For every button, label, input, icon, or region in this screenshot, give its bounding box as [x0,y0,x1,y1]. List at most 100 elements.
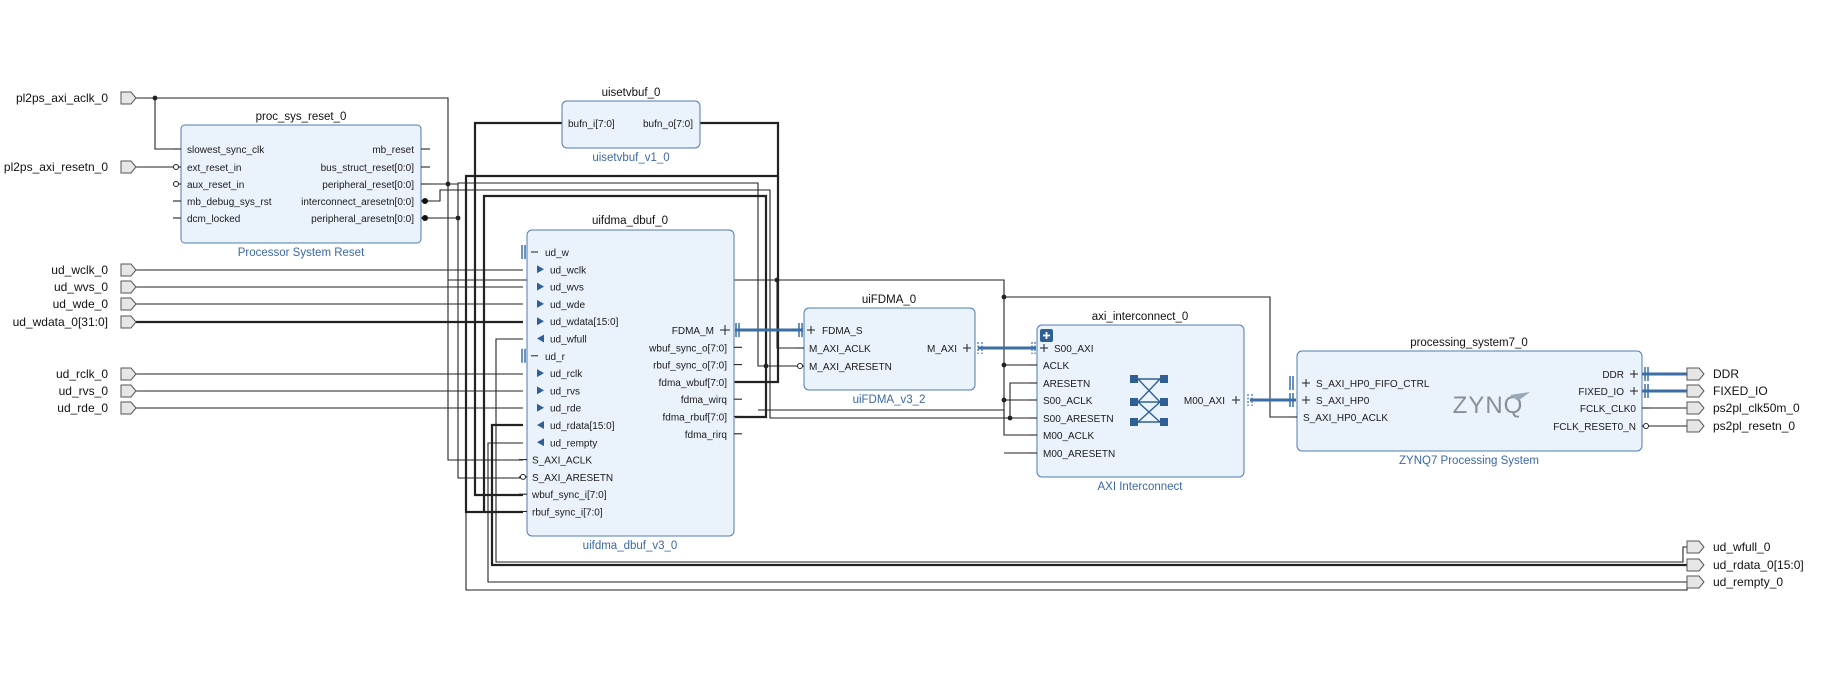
pin-dot-icon [422,198,428,204]
block-processing-system7[interactable]: processing_system7_0 S_AXI_HP0_FIFO_CTRL… [1289,337,1650,467]
interface-bar-icon [798,323,803,337]
pin-bufn-o: bufn_o[7:0] [643,119,693,130]
port-ud-wdata-0-icon[interactable] [120,315,137,329]
output-arrow-icon [537,438,544,447]
block-proc-sys-reset[interactable]: proc_sys_reset_0 slowest_sync_clkext_res… [173,111,430,259]
port-pl2ps-axi-aclk-0-icon[interactable] [120,91,137,105]
expand-icon[interactable] [1040,329,1053,342]
expand-plus-icon[interactable] [1302,379,1310,387]
wire-ud-wfull [495,338,1687,563]
pin-ud-rdata-15-0: ud_rdata[15:0] [550,421,615,432]
port-ud-wclk-0-icon[interactable] [120,263,137,277]
pin-m00-aresetn: M00_ARESETN [1043,449,1115,460]
port-pl2ps-axi-resetn-0-icon[interactable] [120,160,137,174]
pin-ud-rvs: ud_rvs [550,386,580,397]
pin-interconnect-aresetn-0-0: interconnect_aresetn[0:0] [301,197,414,208]
expand-plus-icon[interactable] [720,325,730,335]
zynq-logo: ZYNQ [1453,392,1524,419]
wire-aclk-ps [1004,296,1296,418]
invert-bubble-icon [173,181,179,187]
pin-bufn-i: bufn_i[7:0] [568,119,615,130]
expand-plus-icon[interactable] [1232,396,1240,404]
output-arrow-icon [537,421,544,429]
uifdma-body[interactable] [803,307,976,391]
block-axi-interconnect[interactable]: axi_interconnect_0 S00_AXIACLKARESETNS00… [1029,311,1253,493]
wire-interconnect-aresetn[interactable] [428,189,1036,419]
port-label-fixed-io: FIXED_IO [1713,384,1768,398]
output-arrow-icon [537,334,544,343]
port-label-ud-wvs-0: ud_wvs_0 [54,280,108,294]
pin-fdma-wbuf-7-0: fdma_wbuf[7:0] [659,378,728,389]
port-label-ud-rde-0: ud_rde_0 [57,401,108,415]
pin-ext-reset-in: ext_reset_in [187,163,241,174]
pin-ud-rclk: ud_rclk [550,369,583,380]
uifdma-dbuf-body[interactable] [526,229,735,537]
block-uifdma[interactable]: uiFDMA_0 FDMA_SM_AXI_ACLKM_AXI_ARESETNM_… [796,294,983,406]
port-fixed-io-icon[interactable] [1686,384,1705,398]
expand-plus-icon[interactable] [1302,396,1310,404]
interface-bar-icon [1031,342,1036,354]
pin-wbuf-sync-o-7-0: wbuf_sync_o[7:0] [648,343,727,354]
pin-peripheral-aresetn-0-0: peripheral_aresetn[0:0] [311,214,414,225]
input-arrow-icon [537,265,544,274]
pin-wbuf-sync-i-7-0: wbuf_sync_i[7:0] [531,490,607,501]
wire-bufn-i[interactable] [473,121,562,497]
wire-aclk-net[interactable] [136,97,523,461]
pin-s-axi-hp0-fifo-ctrl: S_AXI_HP0_FIFO_CTRL [1316,379,1430,390]
invert-bubble-icon [797,363,803,369]
pin-ud-w: ud_w [545,248,570,259]
expand-plus-icon[interactable] [1630,370,1638,378]
pin-rbuf-sync-i-7-0: rbuf_sync_i[7:0] [532,508,603,519]
port-ud-rvs-0-icon[interactable] [120,384,137,398]
pin-bus-struct-reset-0-0: bus_struct_reset[0:0] [321,163,415,174]
pin-ud-wdata-15-0: ud_wdata[15:0] [550,317,619,328]
port-ud-wde-0-icon[interactable] [120,297,137,311]
wire-peripheral-aresetn[interactable] [428,217,523,479]
proc-sys-reset-instance-label: proc_sys_reset_0 [256,111,347,123]
port-ud-rempty-0-icon[interactable] [1686,575,1705,589]
uifdma-ip-label: uiFDMA_v3_2 [853,394,926,406]
interface-bar-icon [977,342,983,354]
proc-sys-reset-pins: slowest_sync_clkext_reset_inaux_reset_in… [173,145,430,225]
port-label-ud-wfull-0: ud_wfull_0 [1713,540,1771,554]
port-ud-rde-0-icon[interactable] [120,401,137,415]
processing-system7-body[interactable] [1296,350,1643,452]
axi-interconnect-instance-label: axi_interconnect_0 [1092,311,1189,323]
port-ud-wfull-0-icon[interactable] [1686,540,1705,554]
expand-plus-icon[interactable] [807,326,815,334]
port-label-ud-rempty-0: ud_rempty_0 [1713,575,1783,589]
block-uisetvbuf[interactable]: uisetvbuf_0 bufn_i[7:0] bufn_o[7:0] uise… [561,87,701,164]
port-ps2pl-resetn-0-icon[interactable] [1686,419,1705,433]
port-ud-rclk-0-icon[interactable] [120,367,137,381]
axi-interconnect-pins: S00_AXIACLKARESETNS00_ACLKS00_ARESETNM00… [1029,342,1253,460]
uisetvbuf-ip-label: uisetvbuf_v1_0 [592,152,669,164]
wire-aclk-fdma [776,280,803,349]
pin-fdma-s: FDMA_S [822,326,863,337]
port-ps2pl-clk50m-0-icon[interactable] [1686,401,1705,415]
interface-bar-icon [521,245,526,259]
input-arrow-icon [537,282,544,291]
external-inputs: pl2ps_axi_aclk_0pl2ps_axi_resetn_0ud_wcl… [4,91,137,415]
pin-m00-axi: M00_AXI [1184,396,1225,407]
expand-plus-icon[interactable] [1630,387,1638,395]
proc-sys-reset-ip-label: Processor System Reset [238,247,365,259]
zynq-logo-swoosh-icon [1510,392,1530,401]
pin-m-axi-aresetn: M_AXI_ARESETN [809,362,892,373]
axi-interconnect-body[interactable] [1036,324,1245,478]
port-label-ud-rclk-0: ud_rclk_0 [56,367,108,381]
expand-plus-icon[interactable] [1040,344,1048,352]
input-arrow-icon [537,369,544,378]
port-ud-rdata-0-icon[interactable] [1686,558,1705,572]
wire-fdma-wbuf [735,176,780,384]
wire-bufn-o[interactable] [464,121,780,514]
port-ud-wvs-0-icon[interactable] [120,280,137,294]
invert-bubble-icon [520,473,526,480]
pin-s-axi-aclk: S_AXI_ACLK [532,456,592,467]
wire-ud-rdata [490,423,1687,567]
port-ddr-icon[interactable] [1686,367,1705,381]
block-uifdma-dbuf[interactable]: uifdma_dbuf_0 ud_wud_wclkud_wvsud_wdeud_… [519,215,742,552]
invert-bubble-icon [1643,423,1649,429]
expand-plus-icon[interactable] [963,344,971,352]
interface-bar-icon [1247,394,1253,406]
uisetvbuf-body[interactable] [561,100,701,149]
